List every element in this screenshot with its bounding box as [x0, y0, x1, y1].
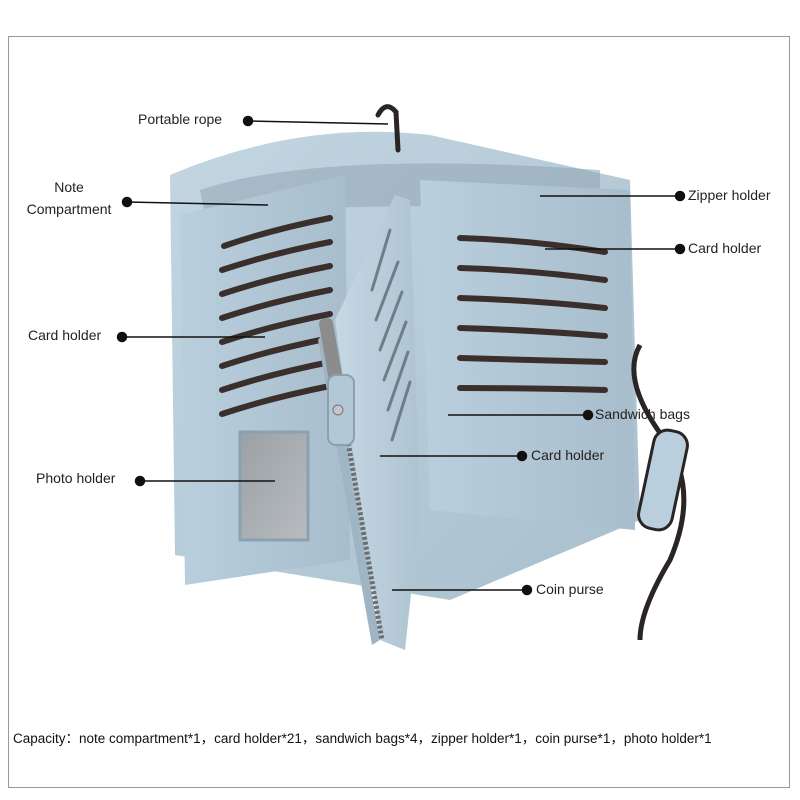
- label-coin-purse: Coin purse: [536, 581, 604, 597]
- portable-rope-loop: [375, 104, 401, 153]
- callout-lines: [116, 115, 686, 596]
- coin-purse-pouch: [335, 195, 420, 650]
- pouch-card-slots: [370, 228, 412, 442]
- label-portable-rope: Portable rope: [138, 111, 223, 127]
- image-frame: [8, 36, 790, 788]
- zipper-track: [325, 324, 385, 641]
- label-note-line1: Note: [54, 179, 84, 195]
- label-card-holder-right: Card holder: [688, 240, 762, 256]
- label-sandwich-bags: Sandwich bags: [595, 406, 690, 422]
- photo-window: [238, 430, 310, 542]
- wrist-strap: [631, 343, 687, 641]
- label-zipper-holder: Zipper holder: [688, 187, 771, 203]
- right-card-panel: [420, 180, 635, 530]
- left-card-slots: [219, 215, 333, 417]
- label-card-holder-middle: Card holder: [531, 447, 605, 463]
- label-photo-holder: Photo holder: [36, 470, 116, 486]
- label-note-line2: Compartment: [26, 201, 112, 217]
- zipper-pull: [318, 318, 344, 386]
- label-card-holder-left: Card holder: [28, 327, 102, 343]
- capacity-caption: Capacity：note compartment*1，card holder*…: [13, 731, 712, 746]
